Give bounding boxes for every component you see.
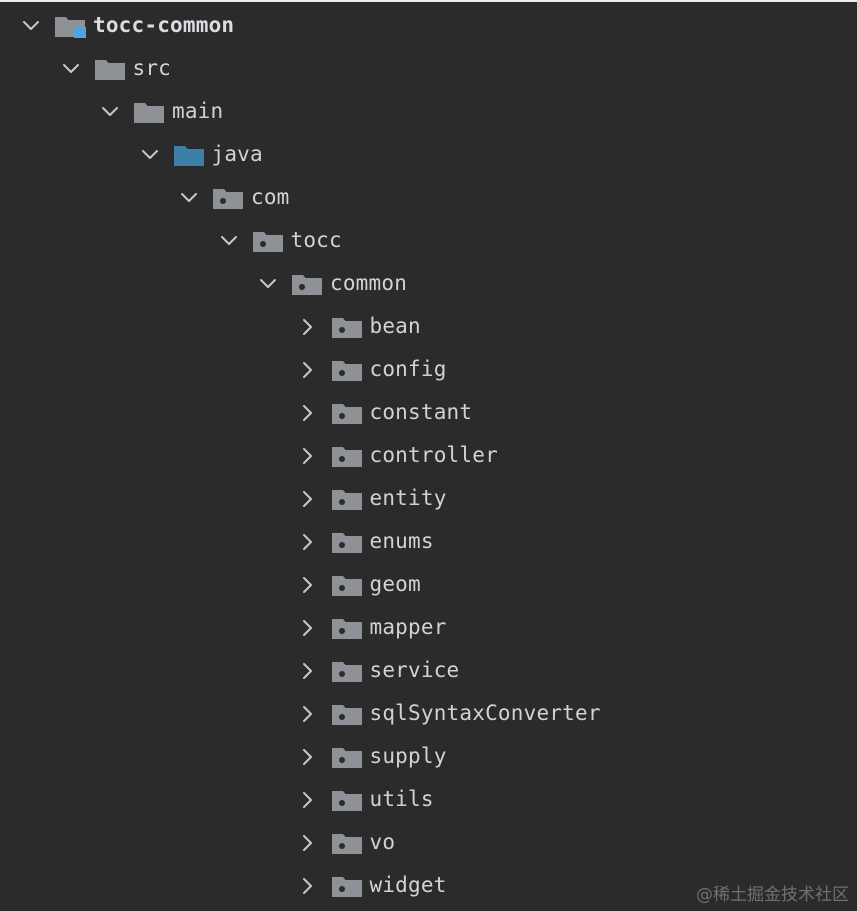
chevron-right-icon[interactable] [293,520,323,563]
tree-item-service[interactable]: service [293,649,460,692]
tree-item-label: tocc [290,228,342,252]
tree-item-sqlsyntaxconverter[interactable]: sqlSyntaxConverter [293,692,601,735]
tree-item-enums[interactable]: enums [293,520,434,563]
chevron-down-icon[interactable] [253,262,283,305]
tree-item-tocc[interactable]: tocc [214,219,342,262]
tree-item-label: entity [369,486,447,510]
chevron-right-icon[interactable] [293,348,323,391]
tree-item-label: sqlSyntaxConverter [369,701,601,725]
chevron-down-icon[interactable] [95,90,125,133]
tree-item-common[interactable]: common [253,262,407,305]
tree-item-src[interactable]: src [56,47,172,90]
tree-item-label: constant [369,400,473,424]
package-folder-icon [291,272,323,296]
chevron-right-icon[interactable] [293,692,323,735]
chevron-down-icon[interactable] [135,133,165,176]
tree-item-supply[interactable]: supply [293,735,447,778]
tree-item-label: tocc-common [93,13,235,37]
chevron-down-icon[interactable] [56,47,86,90]
tree-item-label: java [211,142,263,166]
tree-item-java[interactable]: java [135,133,263,176]
chevron-right-icon[interactable] [293,864,323,907]
tree-item-tocc-common[interactable]: tocc-common [16,4,234,47]
package-folder-icon [331,530,363,554]
tree-item-config[interactable]: config [293,348,447,391]
package-folder-icon [331,788,363,812]
chevron-right-icon[interactable] [293,649,323,692]
tree-item-controller[interactable]: controller [293,434,498,477]
chevron-right-icon[interactable] [293,391,323,434]
package-folder-icon [331,745,363,769]
tree-item-constant[interactable]: constant [293,391,473,434]
tree-item-label: geom [369,572,421,596]
package-folder-icon [331,659,363,683]
package-folder-icon [331,573,363,597]
package-folder-icon [212,186,244,210]
tree-item-label: vo [369,830,396,854]
tree-item-label: src [132,56,172,80]
chevron-down-icon[interactable] [174,176,204,219]
package-folder-icon [331,358,363,382]
tree-item-geom[interactable]: geom [293,563,421,606]
tree-item-label: utils [369,787,434,811]
tree-item-label: common [330,271,408,295]
package-folder-icon [331,702,363,726]
folder-icon [133,100,165,124]
tree-item-mapper[interactable]: mapper [293,606,447,649]
package-folder-icon [252,229,284,253]
top-border [0,0,857,2]
module-folder-icon [54,14,86,38]
tree-item-entity[interactable]: entity [293,477,447,520]
package-folder-icon [331,616,363,640]
source-root-folder-icon [173,143,205,167]
package-folder-icon [331,874,363,898]
chevron-right-icon[interactable] [293,305,323,348]
tree-item-label: config [369,357,447,381]
tree-item-label: service [369,658,460,682]
tree-item-widget[interactable]: widget [293,864,447,907]
tree-item-main[interactable]: main [95,90,223,133]
chevron-right-icon[interactable] [293,563,323,606]
chevron-right-icon[interactable] [293,821,323,864]
chevron-down-icon[interactable] [214,219,244,262]
folder-icon [94,57,126,81]
tree-item-label: mapper [369,615,447,639]
tree-item-label: controller [369,443,498,467]
tree-item-label: bean [369,314,421,338]
chevron-right-icon[interactable] [293,606,323,649]
tree-item-com[interactable]: com [174,176,290,219]
package-folder-icon [331,315,363,339]
tree-item-label: widget [369,873,447,897]
package-folder-icon [331,487,363,511]
chevron-down-icon[interactable] [16,4,46,47]
chevron-right-icon[interactable] [293,434,323,477]
tree-item-bean[interactable]: bean [293,305,421,348]
chevron-right-icon[interactable] [293,735,323,778]
tree-item-vo[interactable]: vo [293,821,396,864]
tree-item-label: com [251,185,290,209]
chevron-right-icon[interactable] [293,778,323,821]
tree-item-label: supply [369,744,447,768]
package-folder-icon [331,444,363,468]
chevron-right-icon[interactable] [293,477,323,520]
tree-item-label: main [172,99,224,123]
watermark: @稀土掘金技术社区 [696,885,849,905]
package-folder-icon [331,831,363,855]
tree-item-label: enums [369,529,434,553]
tree-item-utils[interactable]: utils [293,778,434,821]
package-folder-icon [331,401,363,425]
